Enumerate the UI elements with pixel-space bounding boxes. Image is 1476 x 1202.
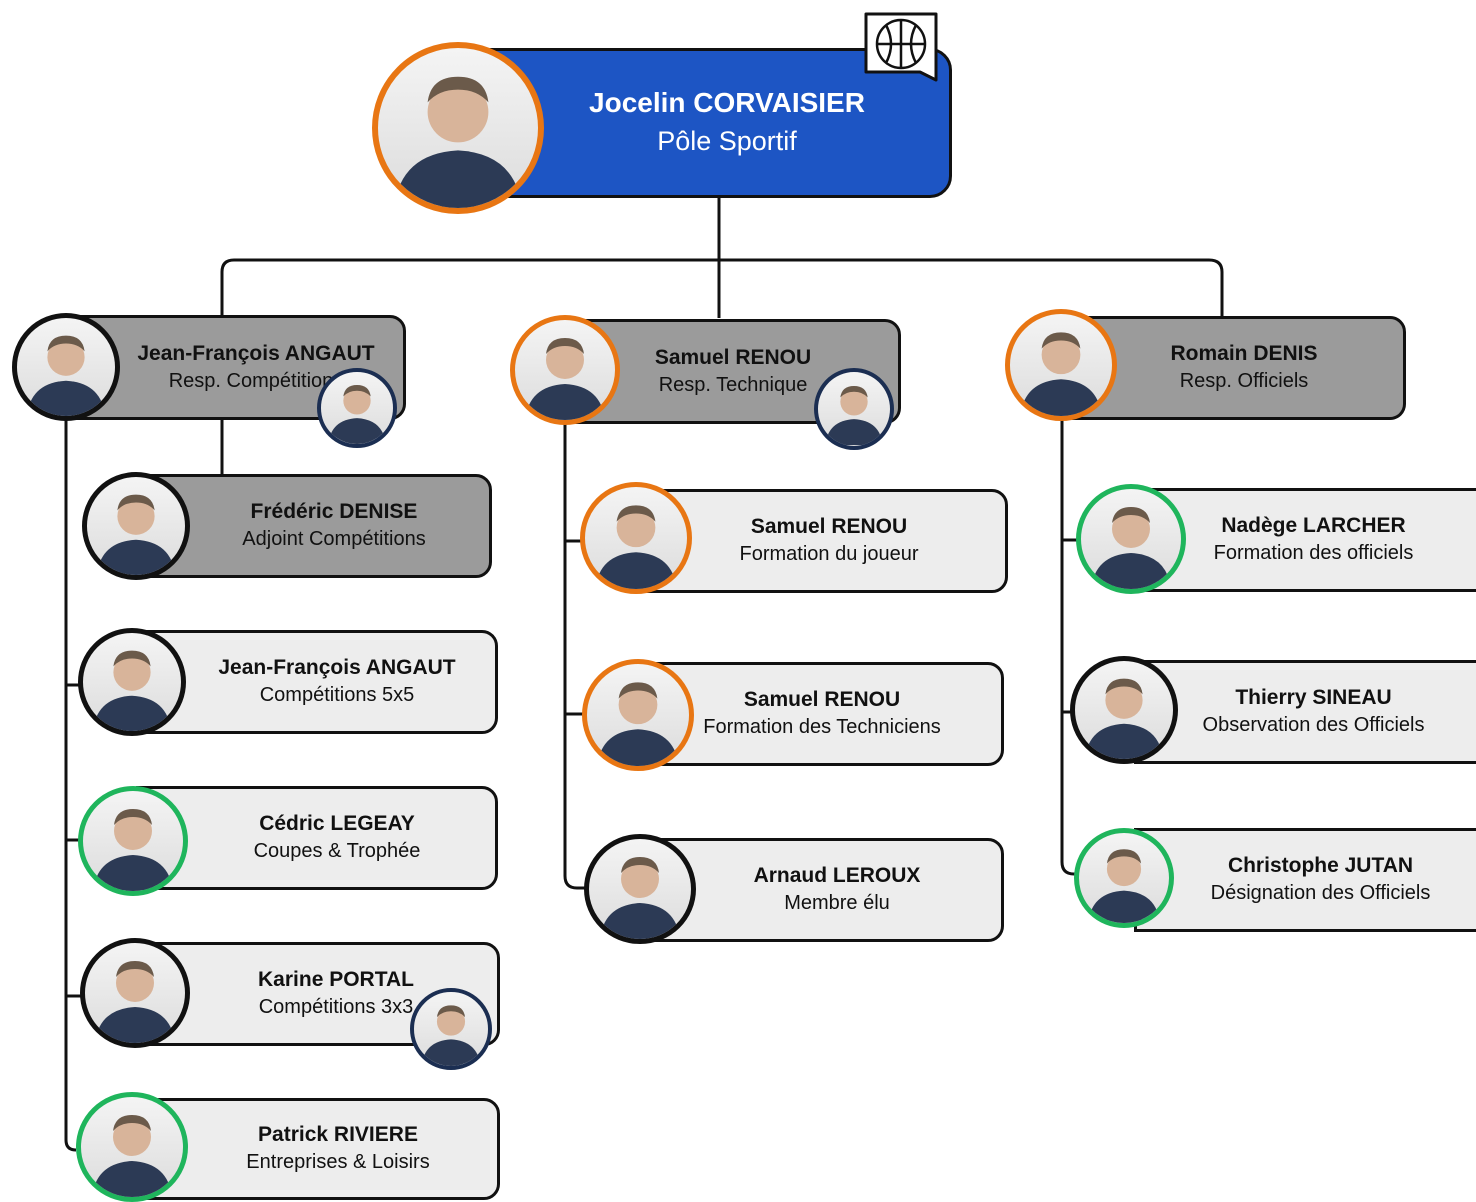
- deputy-role: Adjoint Compétitions: [242, 528, 426, 550]
- member-card[interactable]: Patrick RIVIERE Entreprises & Loisirs: [136, 1098, 500, 1200]
- person-icon: [95, 961, 175, 1043]
- head-role: Pôle Sportif: [657, 126, 797, 156]
- deputy-name: Frédéric DENISE: [250, 500, 418, 523]
- member-avatar: [584, 834, 696, 944]
- member-name: Samuel RENOU: [750, 515, 908, 538]
- member-card[interactable]: Samuel RENOU Formation des Techniciens: [640, 662, 1004, 766]
- member-name: Cédric LEGEAY: [259, 812, 415, 835]
- lead-role: Resp. Officiels: [1179, 370, 1309, 392]
- member-avatar: [1074, 828, 1174, 928]
- member-avatar: [76, 1092, 188, 1202]
- person-icon: [595, 505, 677, 589]
- member-card[interactable]: Arnaud LEROUX Membre élu: [650, 838, 1004, 942]
- person-icon: [93, 809, 173, 891]
- person-icon: [825, 385, 883, 445]
- lead-card-officiels[interactable]: Romain DENIS Resp. Officiels: [1062, 316, 1406, 420]
- member-card[interactable]: Samuel RENOU Formation du joueur: [640, 489, 1008, 593]
- secondary-avatar: [317, 368, 397, 448]
- connector-col2-trunk: [563, 424, 588, 890]
- person-icon: [1084, 678, 1164, 759]
- member-role: Compétitions 5x5: [259, 684, 415, 706]
- member-card[interactable]: Cédric LEGEAY Coupes & Trophée: [136, 786, 498, 890]
- member-avatar: [582, 659, 694, 771]
- person-icon: [1020, 332, 1102, 416]
- connector-col2-members: [565, 539, 586, 716]
- secondary-avatar: [814, 368, 894, 450]
- lead-avatar: [12, 313, 120, 421]
- person-icon: [421, 1005, 481, 1066]
- head-card[interactable]: Jocelin CORVAISIER Pôle Sportif: [478, 48, 952, 198]
- person-icon: [394, 76, 522, 208]
- connector-col3-trunk: [1060, 420, 1080, 876]
- member-role: Désignation des Officiels: [1210, 882, 1431, 904]
- member-name: Jean-François ANGAUT: [218, 656, 456, 679]
- person-icon: [600, 857, 680, 939]
- person-icon: [26, 335, 106, 416]
- member-name: Samuel RENOU: [743, 688, 901, 711]
- member-name: Nadège LARCHER: [1221, 514, 1406, 537]
- connector-col1-trunk: [64, 420, 77, 1152]
- member-card[interactable]: Jean-François ANGAUT Compétitions 5x5: [136, 630, 498, 734]
- person-icon: [92, 650, 172, 731]
- lead-avatar: [510, 315, 620, 425]
- person-icon: [525, 338, 605, 420]
- lead-avatar: [1005, 309, 1117, 421]
- member-card[interactable]: Nadège LARCHER Formation des officiels: [1134, 488, 1476, 592]
- person-icon: [1091, 507, 1171, 589]
- member-role: Coupes & Trophée: [253, 840, 421, 862]
- member-card[interactable]: Thierry SINEAU Observation des Officiels: [1134, 660, 1476, 764]
- connector-top-bar: [220, 258, 1224, 318]
- person-icon: [92, 1115, 172, 1197]
- member-card[interactable]: Christophe JUTAN Désignation des Officie…: [1134, 828, 1476, 932]
- member-role: Membre élu: [784, 892, 890, 914]
- member-avatar: [580, 482, 692, 594]
- member-name: Christophe JUTAN: [1227, 854, 1414, 877]
- deputy-avatar: [82, 472, 190, 580]
- member-role: Compétitions 3x3: [258, 996, 414, 1018]
- lead-name: Samuel RENOU: [654, 345, 812, 369]
- member-name: Arnaud LEROUX: [753, 864, 921, 887]
- member-name: Patrick RIVIERE: [258, 1123, 418, 1146]
- member-avatar: [1070, 656, 1178, 764]
- head-name: Jocelin CORVAISIER: [589, 87, 865, 118]
- head-avatar: [372, 42, 544, 214]
- member-role: Entreprises & Loisirs: [246, 1151, 430, 1173]
- basketball-icon: [864, 12, 938, 82]
- deputy-card[interactable]: Frédéric DENISE Adjoint Compétitions: [136, 474, 492, 578]
- person-icon: [96, 494, 176, 575]
- member-avatar: [78, 628, 186, 736]
- member-role: Observation des Officiels: [1202, 714, 1425, 736]
- lead-name: Jean-François ANGAUT: [137, 341, 375, 365]
- member-name: Thierry SINEAU: [1235, 686, 1392, 709]
- person-icon: [1088, 849, 1160, 923]
- lead-name: Romain DENIS: [1170, 342, 1318, 365]
- member-role: Formation des Techniciens: [703, 716, 941, 738]
- member-avatar: [1076, 484, 1186, 594]
- person-icon: [328, 384, 386, 444]
- member-role: Formation du joueur: [739, 543, 919, 565]
- member-avatar: [78, 786, 188, 896]
- member-name: Karine PORTAL: [258, 968, 414, 991]
- member-avatar: [80, 938, 190, 1048]
- secondary-avatar: [410, 988, 492, 1070]
- lead-role: Resp. Compétitions: [168, 369, 344, 392]
- member-role: Formation des officiels: [1213, 542, 1414, 564]
- lead-role: Resp. Technique: [658, 373, 808, 396]
- person-icon: [597, 682, 679, 766]
